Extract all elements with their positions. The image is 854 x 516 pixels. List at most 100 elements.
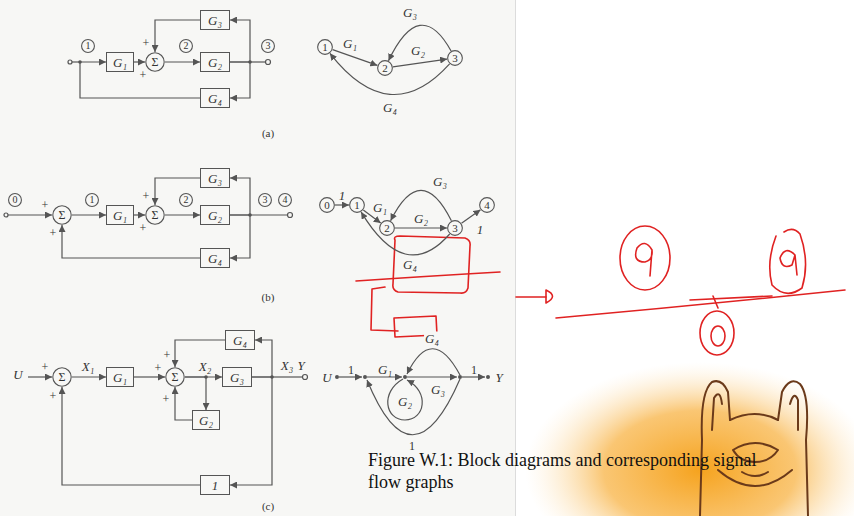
flow-graph-branch — [388, 379, 422, 420]
signal-line — [395, 227, 447, 228]
red-annotation — [356, 226, 845, 355]
summing-junction: Σ — [52, 205, 72, 225]
wire — [4, 213, 8, 217]
flow-graph-branch — [339, 349, 485, 435]
summing-junction: Σ — [52, 367, 72, 387]
node-text: 0 — [13, 195, 18, 205]
transfer-block: 1 — [200, 475, 230, 495]
summing-junction: Σ — [145, 205, 165, 225]
branch-gain: G₄ — [402, 258, 418, 271]
red-annotation — [556, 290, 845, 318]
red-annotation — [690, 296, 772, 300]
branch-gain: G₂ — [410, 44, 426, 57]
red-annotation — [711, 326, 725, 346]
node-text: Σ — [172, 371, 179, 383]
branch-gain: G₃ — [432, 175, 448, 188]
sign-label: + — [154, 362, 163, 374]
sign-label: + — [139, 222, 148, 234]
graph-node: 1 — [317, 39, 333, 55]
sign-label: + — [41, 199, 50, 211]
node-text: 1 — [322, 42, 328, 53]
red-annotation — [713, 296, 718, 308]
signal-line — [335, 204, 349, 205]
node-text: 3 — [263, 195, 268, 205]
node-number: 2 — [179, 39, 193, 53]
node-outline — [180, 194, 193, 207]
branch-gain: 1 — [476, 223, 485, 236]
transfer-block: G₃ — [200, 168, 230, 188]
node-outline — [350, 198, 365, 213]
sign-label: + — [162, 393, 171, 405]
transfer-block: G₂ — [200, 52, 230, 72]
flow-graph-node — [486, 375, 490, 379]
node-outline — [262, 40, 275, 53]
signal-line — [462, 210, 481, 224]
transfer-block: G₁ — [106, 52, 134, 72]
flow-graph-node — [363, 375, 367, 379]
summing-junction: Σ — [165, 367, 185, 387]
node-number: 3 — [258, 193, 272, 207]
node-text: G₃ — [208, 172, 222, 185]
doodle-character — [718, 470, 792, 486]
node-text: G₃ — [230, 371, 244, 384]
node-text: 2 — [184, 195, 189, 205]
sign-label: + — [142, 37, 151, 49]
node-outline — [378, 61, 393, 76]
node-text: G₂ — [208, 56, 222, 69]
signal-line — [230, 178, 250, 215]
signal-line — [80, 62, 200, 98]
symbol-label: U — [321, 371, 332, 384]
doodle-character — [712, 394, 722, 430]
figure-caption: Figure W.1: Block diagrams and correspon… — [368, 449, 763, 493]
wire — [4, 60, 308, 380]
graph-node: 2 — [379, 220, 395, 236]
node-text: 3 — [266, 41, 271, 51]
subfigure-label: (b) — [261, 292, 276, 303]
wire — [68, 60, 72, 64]
signal-line — [134, 214, 145, 215]
red-annotation — [546, 290, 553, 303]
summing-junction: Σ — [145, 52, 165, 72]
sign-label: + — [163, 349, 172, 361]
node-outline — [480, 198, 495, 213]
signal-line — [155, 20, 200, 52]
flow-graph-node — [403, 375, 407, 379]
signal-line — [134, 376, 165, 377]
graph-node: 3 — [447, 50, 463, 66]
node-outline — [53, 206, 71, 224]
red-annotation — [620, 226, 670, 290]
symbol-label: G₂ — [397, 395, 413, 408]
flow-graph-node — [335, 375, 339, 379]
node-text: 2 — [384, 223, 390, 234]
wire — [250, 214, 288, 215]
doodle-character — [700, 381, 808, 516]
wire — [28, 376, 52, 377]
node-number: 1 — [85, 193, 99, 207]
wire — [250, 61, 266, 62]
node-number: 4 — [278, 193, 292, 207]
node-outline — [448, 221, 463, 236]
signal-line — [72, 376, 106, 377]
node-number: 2 — [179, 193, 193, 207]
red-annotation — [780, 251, 797, 275]
node-text: 1 — [90, 195, 95, 205]
red-annotation — [356, 272, 500, 281]
node-text: 4 — [283, 195, 288, 205]
doodle-character — [730, 414, 778, 420]
node-text: 4 — [484, 200, 490, 211]
signal-line — [72, 214, 106, 215]
signal-line — [62, 225, 200, 258]
node-text: 3 — [452, 223, 458, 234]
signal-line — [330, 53, 450, 94]
graph-node: 1 — [349, 197, 365, 213]
node-outline — [380, 221, 395, 236]
scan-page — [0, 0, 515, 516]
node-text: 1 — [212, 479, 219, 492]
symbol-label: X₂ — [198, 360, 212, 373]
branch-gain: G₄ — [382, 101, 398, 114]
flow-graph-branch — [407, 349, 460, 375]
branch-gain: G₁ — [372, 201, 388, 214]
symbol-label: G₄ — [424, 332, 440, 345]
symbol-label: U — [12, 368, 23, 381]
